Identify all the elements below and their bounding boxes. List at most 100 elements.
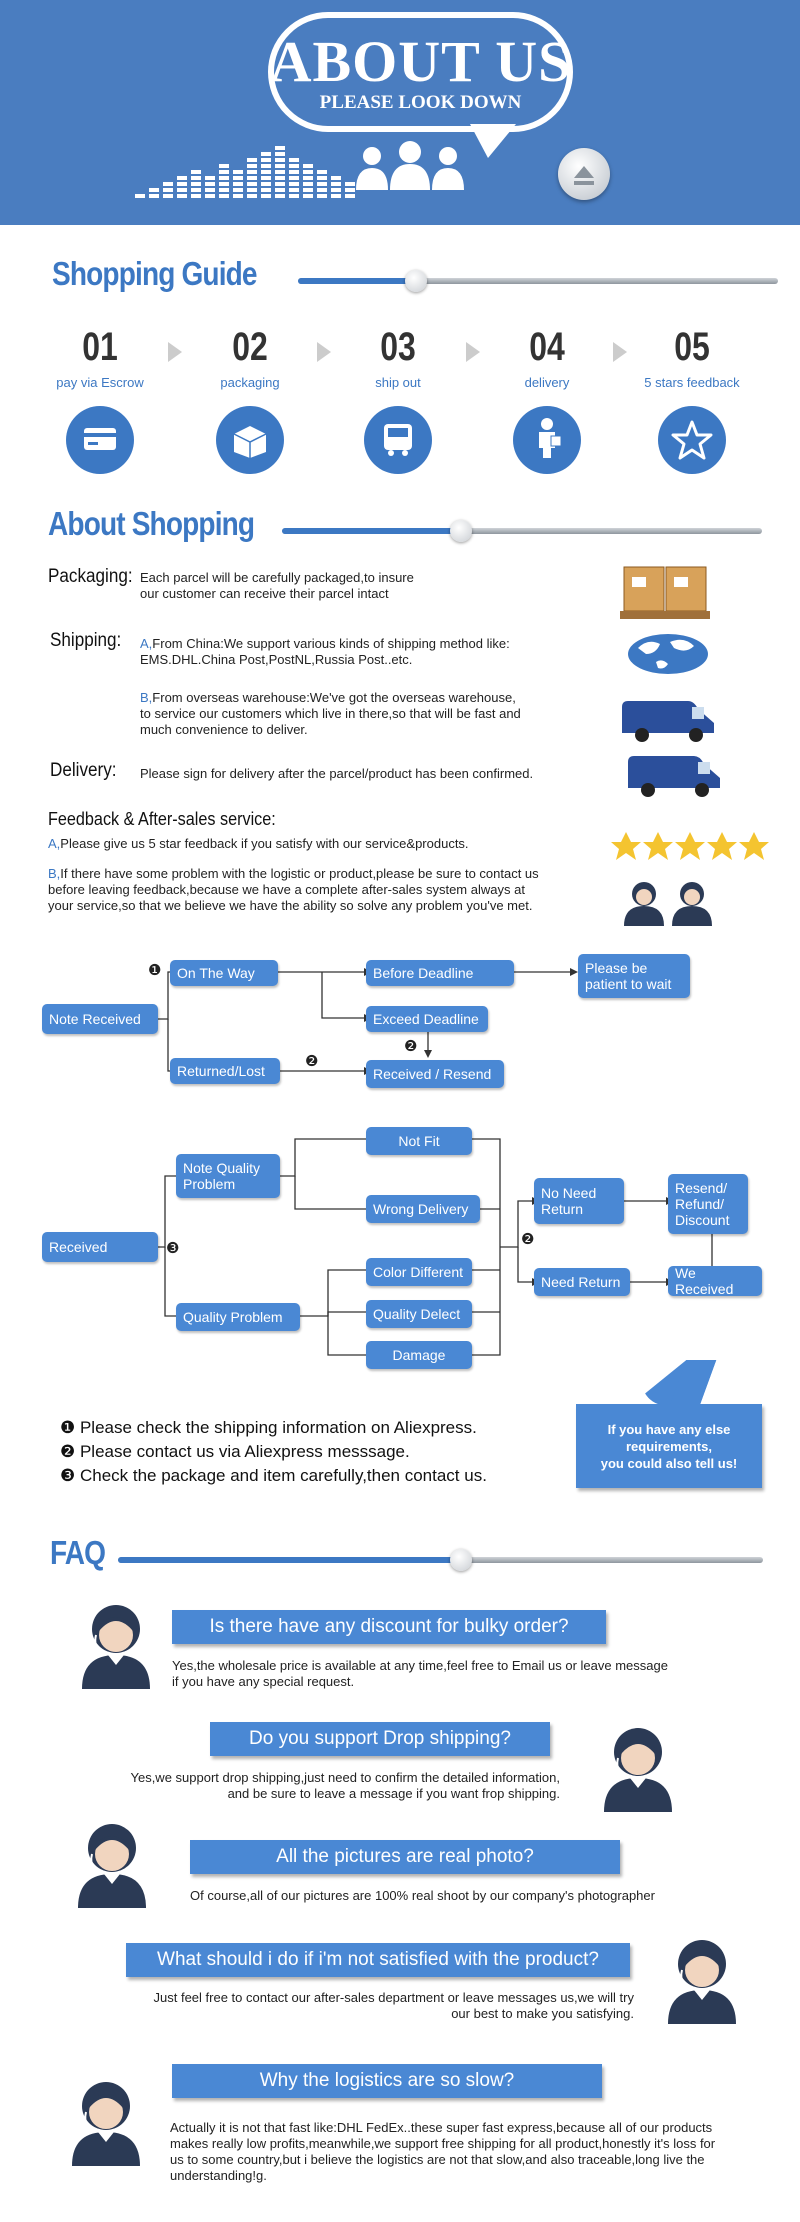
before-deadline-box: Before Deadline xyxy=(366,960,514,986)
not-fit-box: Not Fit xyxy=(366,1127,472,1155)
shipping-label: Shipping: xyxy=(50,630,122,651)
note-3: ❸ Check the package and item carefully,t… xyxy=(60,1466,487,1485)
feedback-text-b: B,If there have some problem with the lo… xyxy=(48,866,539,913)
faq-question-bar[interactable]: Why the logistics are so slow? xyxy=(172,2064,602,2098)
damage-box: Damage xyxy=(366,1341,472,1369)
faq-question-bar[interactable]: Is there have any discount for bulky ord… xyxy=(172,1610,606,1644)
flow1-marker-2b: ❷ xyxy=(404,1038,418,1055)
guide-slider-knob[interactable] xyxy=(405,270,427,292)
about-slider-track xyxy=(282,528,762,534)
callout-tail xyxy=(629,1360,717,1406)
support-agent-icon xyxy=(668,1940,736,2024)
we-received-box: We Received xyxy=(668,1265,762,1297)
van-image xyxy=(622,701,714,742)
flow1-marker-1: ❶ xyxy=(148,962,162,979)
received-box: Received xyxy=(42,1232,158,1262)
speech-bubble-tail xyxy=(470,124,516,158)
faq-question-bar[interactable]: Do you support Drop shipping? xyxy=(210,1722,550,1756)
faq-answer: Actually it is not that fast like:DHL Fe… xyxy=(170,2120,716,2183)
faq-answer: Yes,the wholesale price is available at … xyxy=(172,1658,668,1689)
note-2: ❷ Please contact us via Aliexpress messs… xyxy=(60,1442,410,1461)
step-label: packaging xyxy=(220,375,280,390)
step-number: 02 xyxy=(232,325,268,369)
eject-icon xyxy=(574,166,594,185)
received-resend-box: Received / Resend xyxy=(366,1060,504,1088)
support-agent-icon xyxy=(72,2082,140,2166)
box-icon xyxy=(233,426,267,458)
support-agent-icon xyxy=(604,1728,672,1812)
about-slider-knob[interactable] xyxy=(450,520,472,542)
step-label: ship out xyxy=(375,375,421,390)
parcel-boxes-image xyxy=(620,566,710,619)
truck-icon xyxy=(384,424,412,456)
van-image-2 xyxy=(628,756,720,797)
step-arrow-icon xyxy=(465,342,480,362)
people-icon xyxy=(356,141,464,190)
flow2-marker-2: ❷ xyxy=(521,1231,535,1248)
step-number: 03 xyxy=(380,325,416,369)
faq-answer: Yes,we support drop shipping,just need t… xyxy=(130,1770,560,1801)
delivery-text: Please sign for delivery after the parce… xyxy=(140,766,534,781)
exceed-deadline-box: Exceed Deadline xyxy=(366,1006,488,1032)
quality-defect-box: Quality Delect xyxy=(366,1300,472,1328)
shipping-text-b: B,From overseas warehouse:We've got the … xyxy=(140,690,521,737)
equalizer-graphic xyxy=(135,146,355,198)
speech-bubble xyxy=(268,12,573,132)
flow2-marker-3: ❸ xyxy=(166,1240,180,1257)
packaging-label: Packaging: xyxy=(48,566,133,587)
faq-slider-knob[interactable] xyxy=(450,1549,472,1571)
hero-subtitle: PLEASE LOOK DOWN xyxy=(319,92,522,113)
five-stars-image xyxy=(611,832,769,860)
faq-slider-fill xyxy=(118,1557,458,1563)
step-label: pay via Escrow xyxy=(56,375,144,390)
step-icon-circle xyxy=(216,406,284,474)
hero-title: ABOUT US xyxy=(269,29,572,94)
step-icon-circle xyxy=(364,406,432,474)
step-arrow-icon xyxy=(612,342,627,362)
step-number: 04 xyxy=(529,325,565,369)
step-icon-circle xyxy=(513,406,581,474)
support-agent-icon xyxy=(78,1824,146,1908)
step-arrow-icon xyxy=(317,342,331,362)
faq-question-bar[interactable]: All the pictures are real photo? xyxy=(190,1840,620,1874)
support-agents-icon xyxy=(624,882,712,926)
on-the-way-box: On The Way xyxy=(170,960,278,986)
note-received-box: Note Received xyxy=(42,1004,158,1034)
wrong-delivery-box: Wrong Delivery xyxy=(366,1195,480,1223)
credit-card-icon xyxy=(84,428,116,450)
note-1: ❶ Please check the shipping information … xyxy=(60,1418,477,1437)
color-different-box: Color Different xyxy=(366,1258,472,1286)
returned-lost-box: Returned/Lost xyxy=(170,1058,280,1084)
step-arrow-icon xyxy=(168,342,182,362)
shipping-text-a: A,From China:We support various kinds of… xyxy=(140,636,510,667)
delivery-label: Delivery: xyxy=(50,760,117,781)
step-label: 5 stars feedback xyxy=(644,375,740,390)
about-shopping-title: About Shopping xyxy=(48,505,255,542)
resend-refund-discount-box: Resend/Refund/Discount xyxy=(668,1174,748,1234)
shopping-guide-title: Shopping Guide xyxy=(52,255,258,292)
about-slider-fill xyxy=(282,528,462,534)
star-icon xyxy=(671,420,713,460)
scroll-down-button[interactable] xyxy=(558,148,610,200)
step-number: 01 xyxy=(82,325,118,369)
feedback-text-a: A,Please give us 5 star feedback if you … xyxy=(48,836,469,851)
step-icon-circle xyxy=(658,406,726,474)
feedback-title: Feedback & After-sales service: xyxy=(48,809,276,829)
step-number: 05 xyxy=(674,325,710,369)
step-icon-circle xyxy=(66,406,134,474)
support-agent-icon xyxy=(82,1605,150,1689)
faq-answer: Of course,all of our pictures are 100% r… xyxy=(190,1888,655,1903)
packaging-text: Each parcel will be carefully packaged,t… xyxy=(140,570,414,601)
quality-problem-box: Quality Problem xyxy=(176,1303,300,1331)
step-label: delivery xyxy=(524,375,570,390)
guide-slider-track xyxy=(298,278,778,284)
world-map-image xyxy=(628,634,708,674)
need-return-box: Need Return xyxy=(534,1268,630,1296)
faq-question-bar[interactable]: What should i do if i'm not satisfied wi… xyxy=(126,1943,630,1977)
faq-title: FAQ xyxy=(50,1534,106,1571)
delivery-man-icon xyxy=(539,418,562,458)
